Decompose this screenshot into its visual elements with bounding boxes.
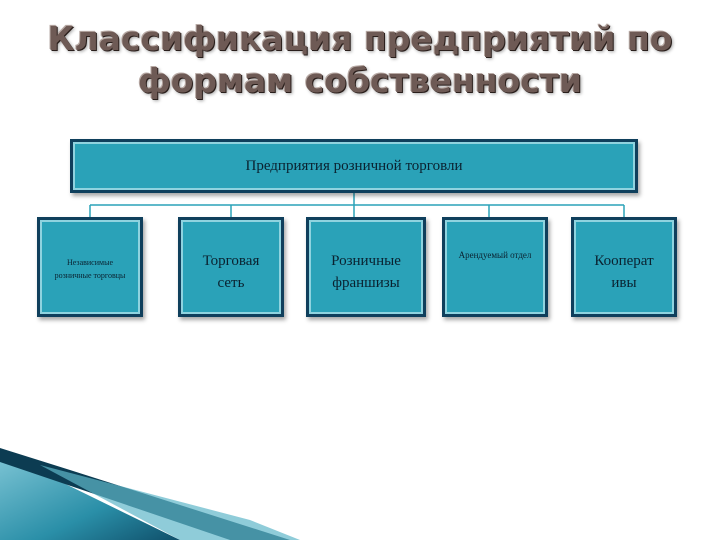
child-node-label: Розничные франшизы — [331, 253, 401, 291]
root-node-label: Предприятия розничной торговли — [245, 158, 463, 174]
child-node-label: Торговая сеть — [202, 253, 260, 291]
child-node-leased-department: Арендуемый отдел — [442, 217, 548, 317]
child-node-independent: Независимые розничные торговцы — [37, 217, 143, 317]
child-node-cooperatives: Кооперат ивы — [571, 217, 677, 317]
slide-title-line-2: формам собственности — [137, 61, 583, 100]
child-node-label: Кооперат ивы — [594, 253, 654, 291]
child-node-franchise: Розничные франшизы — [306, 217, 426, 317]
child-node-chain: Торговая сеть — [178, 217, 284, 317]
slide-title: Классификация предприятий по формам собс… — [40, 18, 680, 102]
slide-title-line-1: Классификация предприятий по — [47, 19, 673, 58]
child-node-label: Независимые розничные торговцы — [54, 258, 126, 280]
root-node: Предприятия розничной торговли — [70, 139, 638, 193]
child-node-label: Арендуемый отдел — [458, 250, 532, 260]
